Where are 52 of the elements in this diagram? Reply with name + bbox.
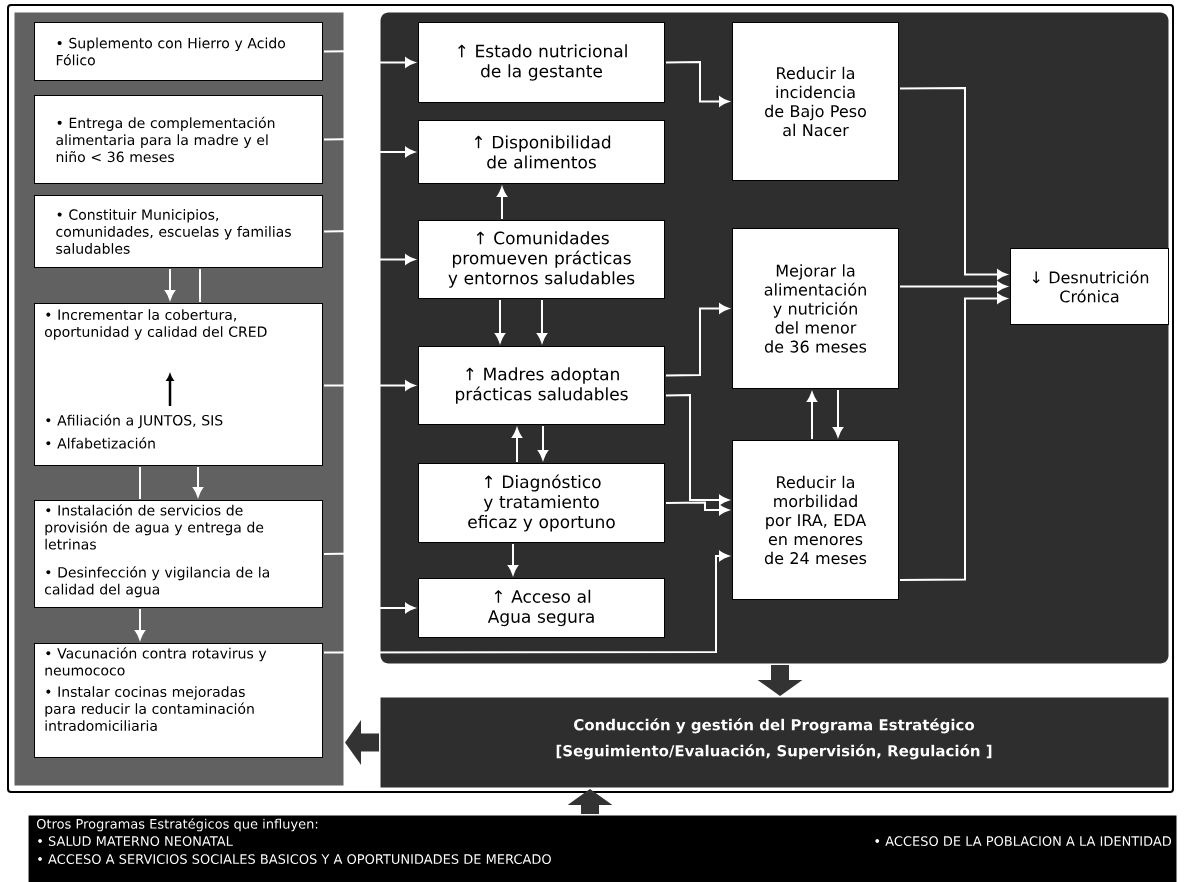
arrow [495,299,505,343]
outcome-box: Reducir la morbilidad por IRA, EDA en menores de 24 meses [732,440,899,600]
arrow [899,86,1007,280]
bullet-text: • Desinfección y vigilancia de la calidad del agua [44,566,269,598]
result-box: ↑ Estado nutricional de la gestante [418,22,665,103]
result-box: ↑ Comunidades promueven prácticas y entornos saludables [418,220,665,299]
bullet-text: [Seguimiento/Evaluación, Supervisión, Regulación ] [556,744,992,760]
result-box: ↑ Diagnóstico y tratamiento eficaz y oportuno [418,463,665,543]
arrow [323,49,415,68]
arrow [833,389,843,437]
arrow [508,543,518,575]
bullet-text: • Vacunación contra rotavirus y neumococo [45,647,267,676]
result-box: ↑ Acceso al Agua segura [418,578,665,638]
arrow [899,293,1007,581]
outcome-box: Reducir la incidencia de Bajo Peso al Nacer [732,22,899,181]
connector-line [199,268,201,303]
arrow [807,392,817,440]
bullet-text: • Alfabetización [46,437,155,449]
arrow [323,552,415,613]
arrow [899,281,1007,292]
activity-box: • Constituir Municipios, comunidades, escuelas y familias saludables [34,195,323,268]
bullet-text: • SALUD MATERNO NEONATAL [38,836,233,846]
arrow [497,187,507,220]
arrow [135,608,145,640]
bullet-text: • Incrementar la cobertura, oportunidad y calidad del CRED [44,309,267,340]
arrow [323,137,415,157]
arrow [512,428,522,463]
bullet-text: Conducción y gestión del Programa Estratégico [574,718,975,734]
activity-box: • Suplemento con Hierro y Acido Fólico [34,22,323,81]
arrow [165,268,175,300]
outcome-box: Mejorar la alimentación y nutrición del menor de 36 meses [732,228,899,389]
arrow [665,60,729,107]
bullet-text: • Instalar cocinas mejoradas para reducir la contaminación intradomiciliaria [45,686,254,731]
activity-box: • Entrega de complementación alimentaria para la madre y el niño < 36 meses [34,95,323,184]
arrow [193,466,203,497]
bullet-text: • Instalación de servicios de provisión de agua y entrega de letrinas [45,504,264,550]
goal-box: ↓ Desnutrición Crónica [1010,248,1169,325]
arrow [323,551,729,654]
arrow [537,299,547,343]
bullet-text: Otros Programas Estratégicos que influyen: [36,818,318,832]
bullet-text: • Afiliación a JUNTOS, SIS [46,414,223,429]
arrow [665,393,729,505]
arrow [665,501,729,515]
arrow [665,303,729,377]
bullet-text: • ACCESO A SERVICIOS SOCIALES BASICOS Y A OPORTUNIDADES DE MERCADO [38,854,551,864]
result-box: ↑ Disponibilidad de alimentos [418,120,665,184]
result-box: ↑ Madres adoptan prácticas saludables [418,346,665,425]
bullet-text: • ACCESO DE LA POBLACION A LA IDENTIDAD [875,836,1172,846]
connector-line [139,466,141,500]
arrow [323,380,415,391]
arrow [323,229,415,265]
arrow [538,425,548,460]
